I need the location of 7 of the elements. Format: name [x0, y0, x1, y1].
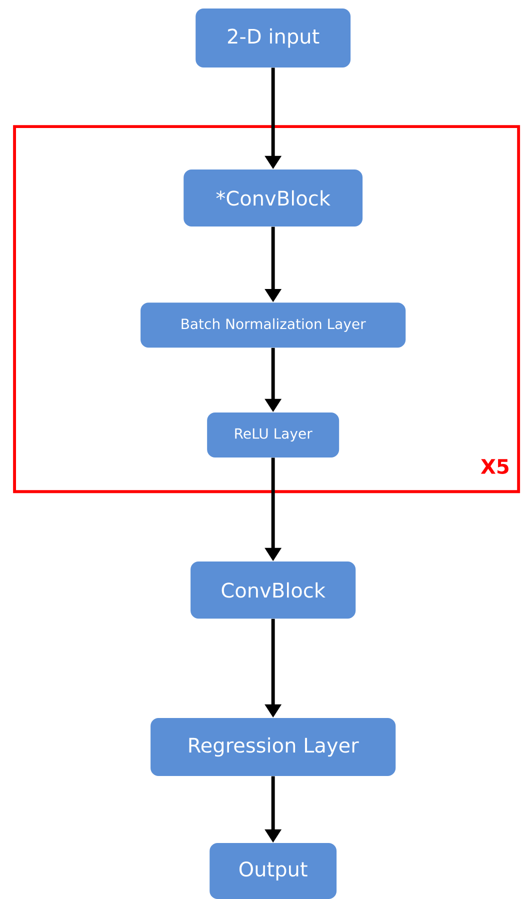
layer-box: ReLU Layer: [207, 412, 340, 458]
layer-box: 2-D input: [196, 8, 350, 68]
layer-box: Batch Normalization Layer: [140, 302, 406, 348]
layer-box: ConvBlock: [190, 562, 356, 619]
layer-box: *ConvBlock: [184, 169, 362, 227]
layer-box: Output: [210, 843, 336, 899]
layer-box: Regression Layer: [150, 718, 396, 776]
